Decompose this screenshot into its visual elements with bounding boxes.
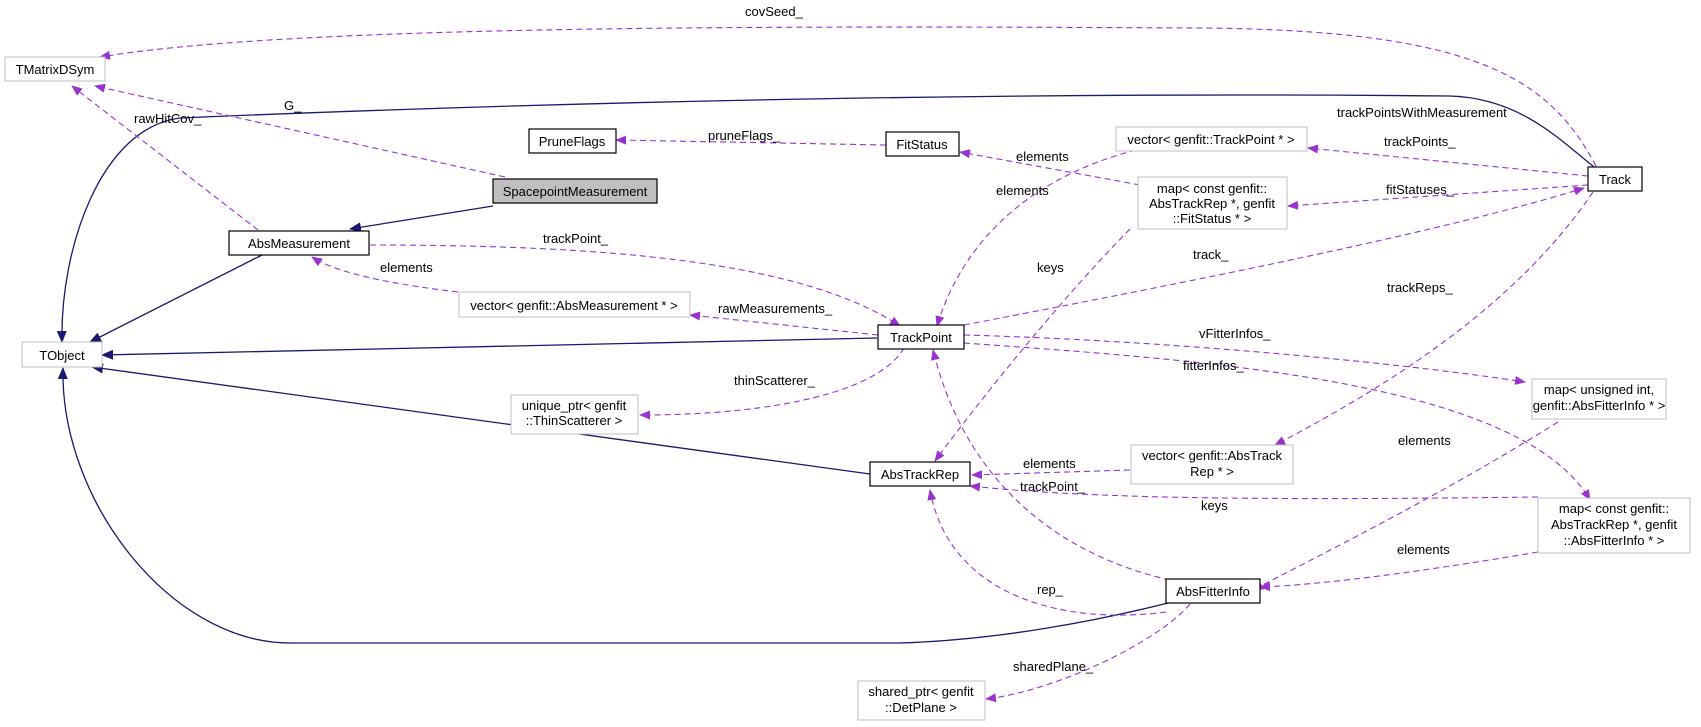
edge-track (963, 186, 1585, 326)
node-tobject[interactable]: TObject (21, 341, 103, 368)
edge-pruneflags (615, 135, 887, 146)
node-fitstatus[interactable]: FitStatus (885, 131, 960, 157)
edge-trackreps (1274, 191, 1594, 446)
edge-trackpoint-fitter (931, 349, 1171, 581)
svg-text:TrackPoint: TrackPoint (890, 330, 952, 345)
edge-sharedplane (985, 603, 1191, 703)
edge-keys-map-fitstatus (934, 228, 1131, 462)
svg-text:vector< genfit::TrackPoint * >: vector< genfit::TrackPoint * > (1127, 132, 1294, 147)
svg-text:Rep * >: Rep * > (1190, 464, 1234, 479)
edge-elements-map-uint (1252, 421, 1559, 591)
svg-text:TObject: TObject (39, 348, 85, 363)
edge-elements-absmeas (311, 256, 459, 293)
label-rawmeasurements: rawMeasurements_ (718, 301, 833, 316)
svg-text:SpacepointMeasurement: SpacepointMeasurement (503, 184, 648, 199)
node-vector-trackpoint[interactable]: vector< genfit::TrackPoint * > (1115, 126, 1308, 152)
node-spacepointmeasurement[interactable]: SpacepointMeasurement (492, 178, 658, 204)
node-shared-ptr-detplane[interactable]: shared_ptr< genfit ::DetPlane > (857, 680, 986, 721)
inherit-edge-spacepoint-absmeasurement (349, 205, 494, 233)
svg-text:AbsTrackRep *, genfit: AbsTrackRep *, genfit (1149, 196, 1275, 211)
svg-text:::AbsFitterInfo * >: ::AbsFitterInfo * > (1564, 533, 1665, 548)
edge-elements-fitstatus (959, 149, 1141, 186)
edge-covseed (99, 26, 1597, 167)
inherit-edge-absfitterinfo-tobject (57, 367, 1169, 644)
edge-elements-map-fitterinfo (1259, 551, 1539, 592)
inherit-edge-abstrackrep-tobject (91, 363, 871, 475)
label-pruneflags: pruneFlags_ (708, 128, 781, 143)
svg-text:Track: Track (1599, 172, 1632, 187)
node-absfitterinfo[interactable]: AbsFitterInfo (1165, 578, 1261, 604)
edge-rawhitcov (71, 85, 259, 231)
edge-fitstatuses (1287, 184, 1589, 210)
label-fitstatuses: fitStatuses_ (1386, 182, 1455, 197)
node-pruneflags[interactable]: PruneFlags (528, 128, 617, 154)
svg-text:::DetPlane >: ::DetPlane > (885, 700, 957, 715)
svg-text:genfit::AbsFitterInfo * >: genfit::AbsFitterInfo * > (1533, 398, 1666, 413)
svg-text:vector< genfit::AbsTrack: vector< genfit::AbsTrack (1142, 448, 1283, 463)
svg-text:map< const genfit::: map< const genfit:: (1559, 501, 1669, 516)
svg-text:vector< genfit::AbsMeasurement: vector< genfit::AbsMeasurement * > (470, 298, 677, 313)
svg-text:shared_ptr< genfit: shared_ptr< genfit (868, 684, 974, 699)
edge-trackpoints (1307, 144, 1589, 177)
label-fitterinfos: fitterInfos_ (1183, 358, 1244, 373)
label-elements-map-uint: elements (1398, 433, 1451, 448)
inherit-edge-trackpoint-tobject (101, 337, 878, 360)
label-thinscatterer: thinScatterer_ (734, 373, 816, 388)
svg-text:map< unsigned int,: map< unsigned int, (1544, 382, 1654, 397)
label-trackreps: trackReps_ (1387, 280, 1454, 295)
svg-text:AbsTrackRep *, genfit: AbsTrackRep *, genfit (1551, 517, 1677, 532)
edge-trackpoint-meas (369, 244, 901, 327)
label-keys-map-fitstatus: keys (1037, 260, 1064, 275)
node-track[interactable]: Track (1587, 166, 1643, 192)
svg-text:::FitStatus * >: ::FitStatus * > (1173, 211, 1251, 226)
node-absmeasurement[interactable]: AbsMeasurement (228, 230, 370, 256)
node-unique-ptr-thinscatterer[interactable]: unique_ptr< genfit ::ThinScatterer > (510, 394, 639, 435)
label-g: G_ (284, 98, 302, 113)
edge-elements-trackpoint (935, 149, 1137, 327)
node-vector-abstrackrep[interactable]: vector< genfit::AbsTrack Rep * > (1130, 444, 1294, 485)
label-track: track_ (1193, 247, 1229, 262)
edge-fitterinfos (963, 342, 1591, 501)
label-sharedplane: sharedPlane_ (1013, 659, 1094, 674)
node-vector-absmeasurement[interactable]: vector< genfit::AbsMeasurement * > (458, 291, 691, 318)
node-map-fitterinfo[interactable]: map< const genfit:: AbsTrackRep *, genfi… (1537, 497, 1691, 554)
label-elements-abstrackrep: elements (1023, 456, 1076, 471)
svg-text:::ThinScatterer >: ::ThinScatterer > (526, 413, 622, 428)
svg-text:map< const genfit::: map< const genfit:: (1157, 181, 1267, 196)
edge-thinscatterer (639, 347, 905, 420)
svg-text:AbsMeasurement: AbsMeasurement (248, 236, 350, 251)
inherit-edge-absmeasurement-tobject (89, 254, 263, 343)
node-trackpoint[interactable]: TrackPoint (877, 324, 965, 350)
label-elements-map-fitterinfo: elements (1397, 542, 1450, 557)
svg-text:AbsFitterInfo: AbsFitterInfo (1176, 584, 1250, 599)
label-covseed: covSeed_ (745, 4, 804, 19)
inherit-edge-track-tobject (56, 94, 1595, 343)
svg-text:TMatrixDSym: TMatrixDSym (16, 62, 95, 77)
svg-text:FitStatus: FitStatus (896, 137, 948, 152)
node-abstrackrep[interactable]: AbsTrackRep (869, 461, 971, 487)
edge-elements-abstrackrep (971, 469, 1131, 480)
edge-keys-map-fitterinfo (969, 482, 1539, 500)
edge-rep (927, 489, 1167, 616)
svg-text:PruneFlags: PruneFlags (539, 134, 606, 149)
node-tmatrixdsym[interactable]: TMatrixDSym (4, 56, 106, 82)
label-rawhitcov: rawHitCov_ (134, 111, 202, 126)
label-vfitterinfos: vFitterInfos_ (1199, 326, 1271, 341)
label-elements-trackpoint: elements (996, 183, 1049, 198)
svg-text:AbsTrackRep: AbsTrackRep (881, 467, 959, 482)
label-trackpoint-fitter: trackPoint_ (1020, 479, 1086, 494)
edge-vfitterinfos (963, 334, 1526, 385)
label-trackpointswithmeasurement: trackPointsWithMeasurement (1337, 105, 1507, 120)
label-rep: rep_ (1037, 582, 1064, 597)
label-keys-map-fitterinfo: keys (1201, 498, 1228, 513)
label-elements-absmeas: elements (380, 260, 433, 275)
label-elements-fitstatus: elements (1016, 149, 1069, 164)
node-map-fitstatus[interactable]: map< const genfit:: AbsTrackRep *, genfi… (1137, 176, 1288, 230)
svg-text:unique_ptr< genfit: unique_ptr< genfit (522, 398, 627, 413)
node-map-uint-fitterinfo[interactable]: map< unsigned int, genfit::AbsFitterInfo… (1531, 378, 1667, 420)
edge-rawmeasurements (689, 311, 879, 336)
label-trackpoints: trackPoints_ (1384, 134, 1456, 149)
label-trackpoint-meas: trackPoint_ (543, 231, 609, 246)
